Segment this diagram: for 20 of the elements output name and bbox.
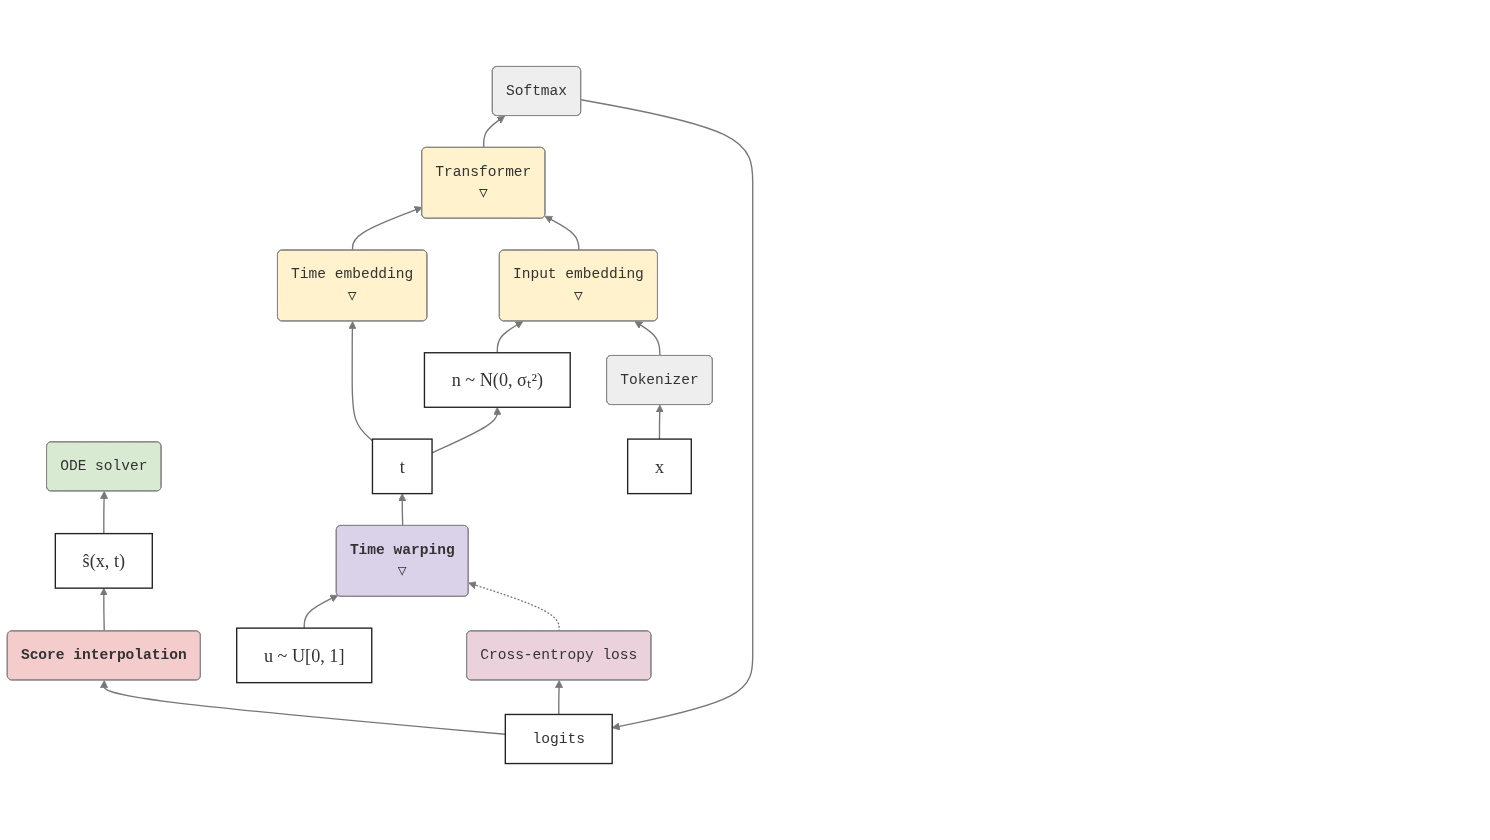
node-box: logits: [504, 713, 613, 765]
arrow: [655, 404, 664, 440]
node-box: n ~ N(0, σₜ²): [423, 352, 571, 408]
arrow: [483, 115, 506, 149]
node-box: u ~ U[0, 1]: [236, 627, 373, 684]
arrow: [348, 321, 374, 442]
arrow: [496, 321, 524, 354]
node-box: x: [627, 438, 692, 495]
arrow: [398, 493, 407, 527]
arrow: [100, 680, 506, 735]
node-box: ŝ(x, t): [54, 532, 153, 589]
arrow: [351, 206, 423, 252]
arrow: [99, 587, 108, 632]
arrow: [544, 215, 580, 252]
arrow: [100, 491, 109, 535]
arrow: [580, 99, 754, 731]
arrow: [555, 680, 564, 716]
node-box: t: [371, 438, 433, 495]
arrow: [303, 594, 339, 629]
arrow: [634, 321, 661, 357]
